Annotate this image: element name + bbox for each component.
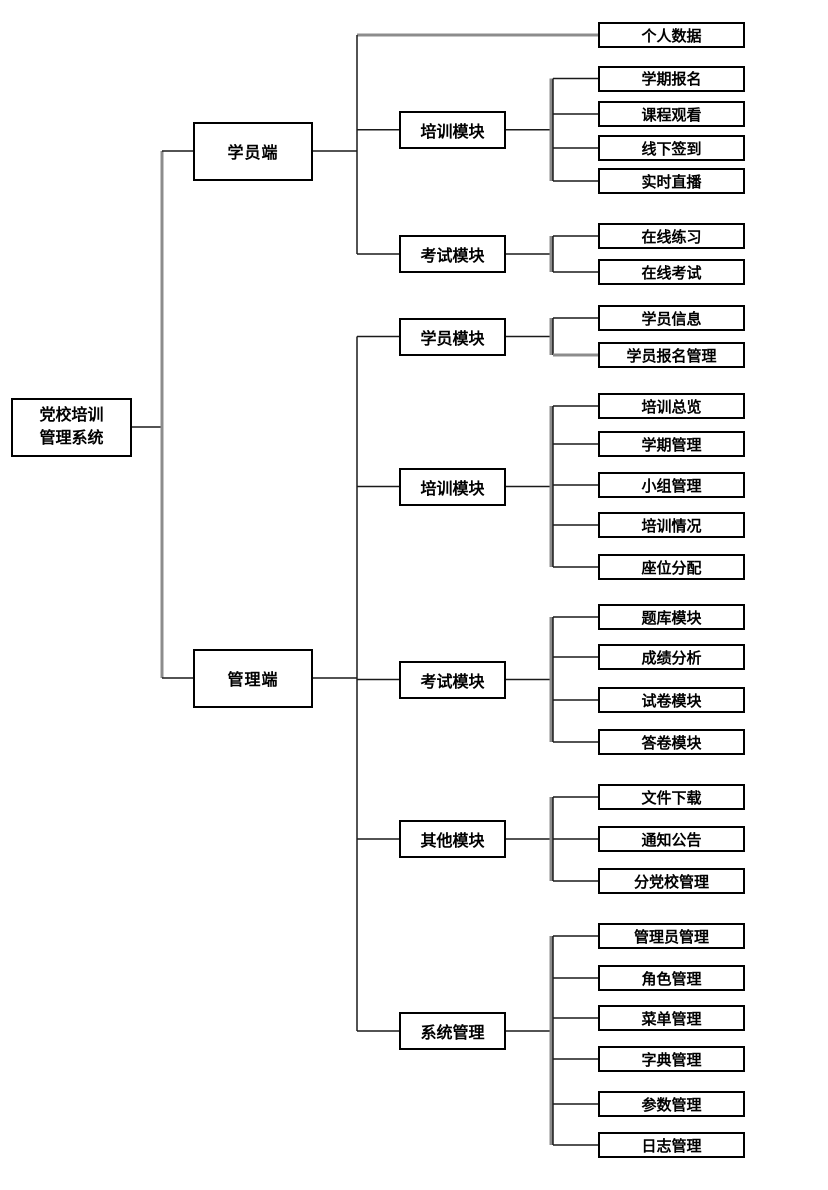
tree-node-leaf: 学期报名 <box>598 65 745 92</box>
tree-node-leaf: 日志管理 <box>598 1132 745 1158</box>
tree-node-leaf: 答卷模块 <box>598 729 745 755</box>
tree-node-leaf: 菜单管理 <box>598 1005 745 1031</box>
tree-node-leaf: 培训情况 <box>598 512 745 538</box>
tree-node-leaf: 培训总览 <box>598 393 745 419</box>
tree-node-module: 考试模块 <box>399 660 506 699</box>
tree-node-module: 培训模块 <box>399 467 506 506</box>
tree-node-leaf: 成绩分析 <box>598 644 745 670</box>
tree-node-leaf: 实时直播 <box>598 168 745 194</box>
tree-node-module: 其他模块 <box>399 820 506 858</box>
tree-node-leaf: 题库模块 <box>598 604 745 630</box>
tree-node-leaf: 管理员管理 <box>598 923 745 949</box>
tree-node-leaf: 角色管理 <box>598 965 745 991</box>
tree-node-leaf: 文件下载 <box>598 784 745 810</box>
tree-node-module: 学员模块 <box>399 317 506 356</box>
tree-node-leaf: 线下签到 <box>598 135 745 161</box>
tree-node-leaf: 通知公告 <box>598 826 745 852</box>
tree-node-branch: 学员端 <box>193 121 313 181</box>
tree-node-module: 培训模块 <box>399 110 506 149</box>
tree-node-leaf: 个人数据 <box>598 22 745 48</box>
tree-node-leaf: 课程观看 <box>598 101 745 127</box>
tree-node-leaf: 参数管理 <box>598 1091 745 1117</box>
tree-node-leaf: 学员报名管理 <box>598 342 745 368</box>
tree-node-leaf: 座位分配 <box>598 554 745 580</box>
tree-node-branch: 管理端 <box>193 648 313 708</box>
tree-node-leaf: 字典管理 <box>598 1046 745 1072</box>
tree-node-leaf: 学员信息 <box>598 305 745 331</box>
tree-node-root: 党校培训 管理系统 <box>11 397 132 457</box>
tree-node-leaf: 分党校管理 <box>598 868 745 894</box>
tree-node-module: 考试模块 <box>399 235 506 273</box>
tree-node-leaf: 试卷模块 <box>598 687 745 713</box>
tree-node-leaf: 在线练习 <box>598 223 745 249</box>
tree-node-module: 系统管理 <box>399 1012 506 1050</box>
tree-node-leaf: 在线考试 <box>598 259 745 285</box>
tree-node-leaf: 小组管理 <box>598 472 745 498</box>
tree-node-leaf: 学期管理 <box>598 431 745 457</box>
